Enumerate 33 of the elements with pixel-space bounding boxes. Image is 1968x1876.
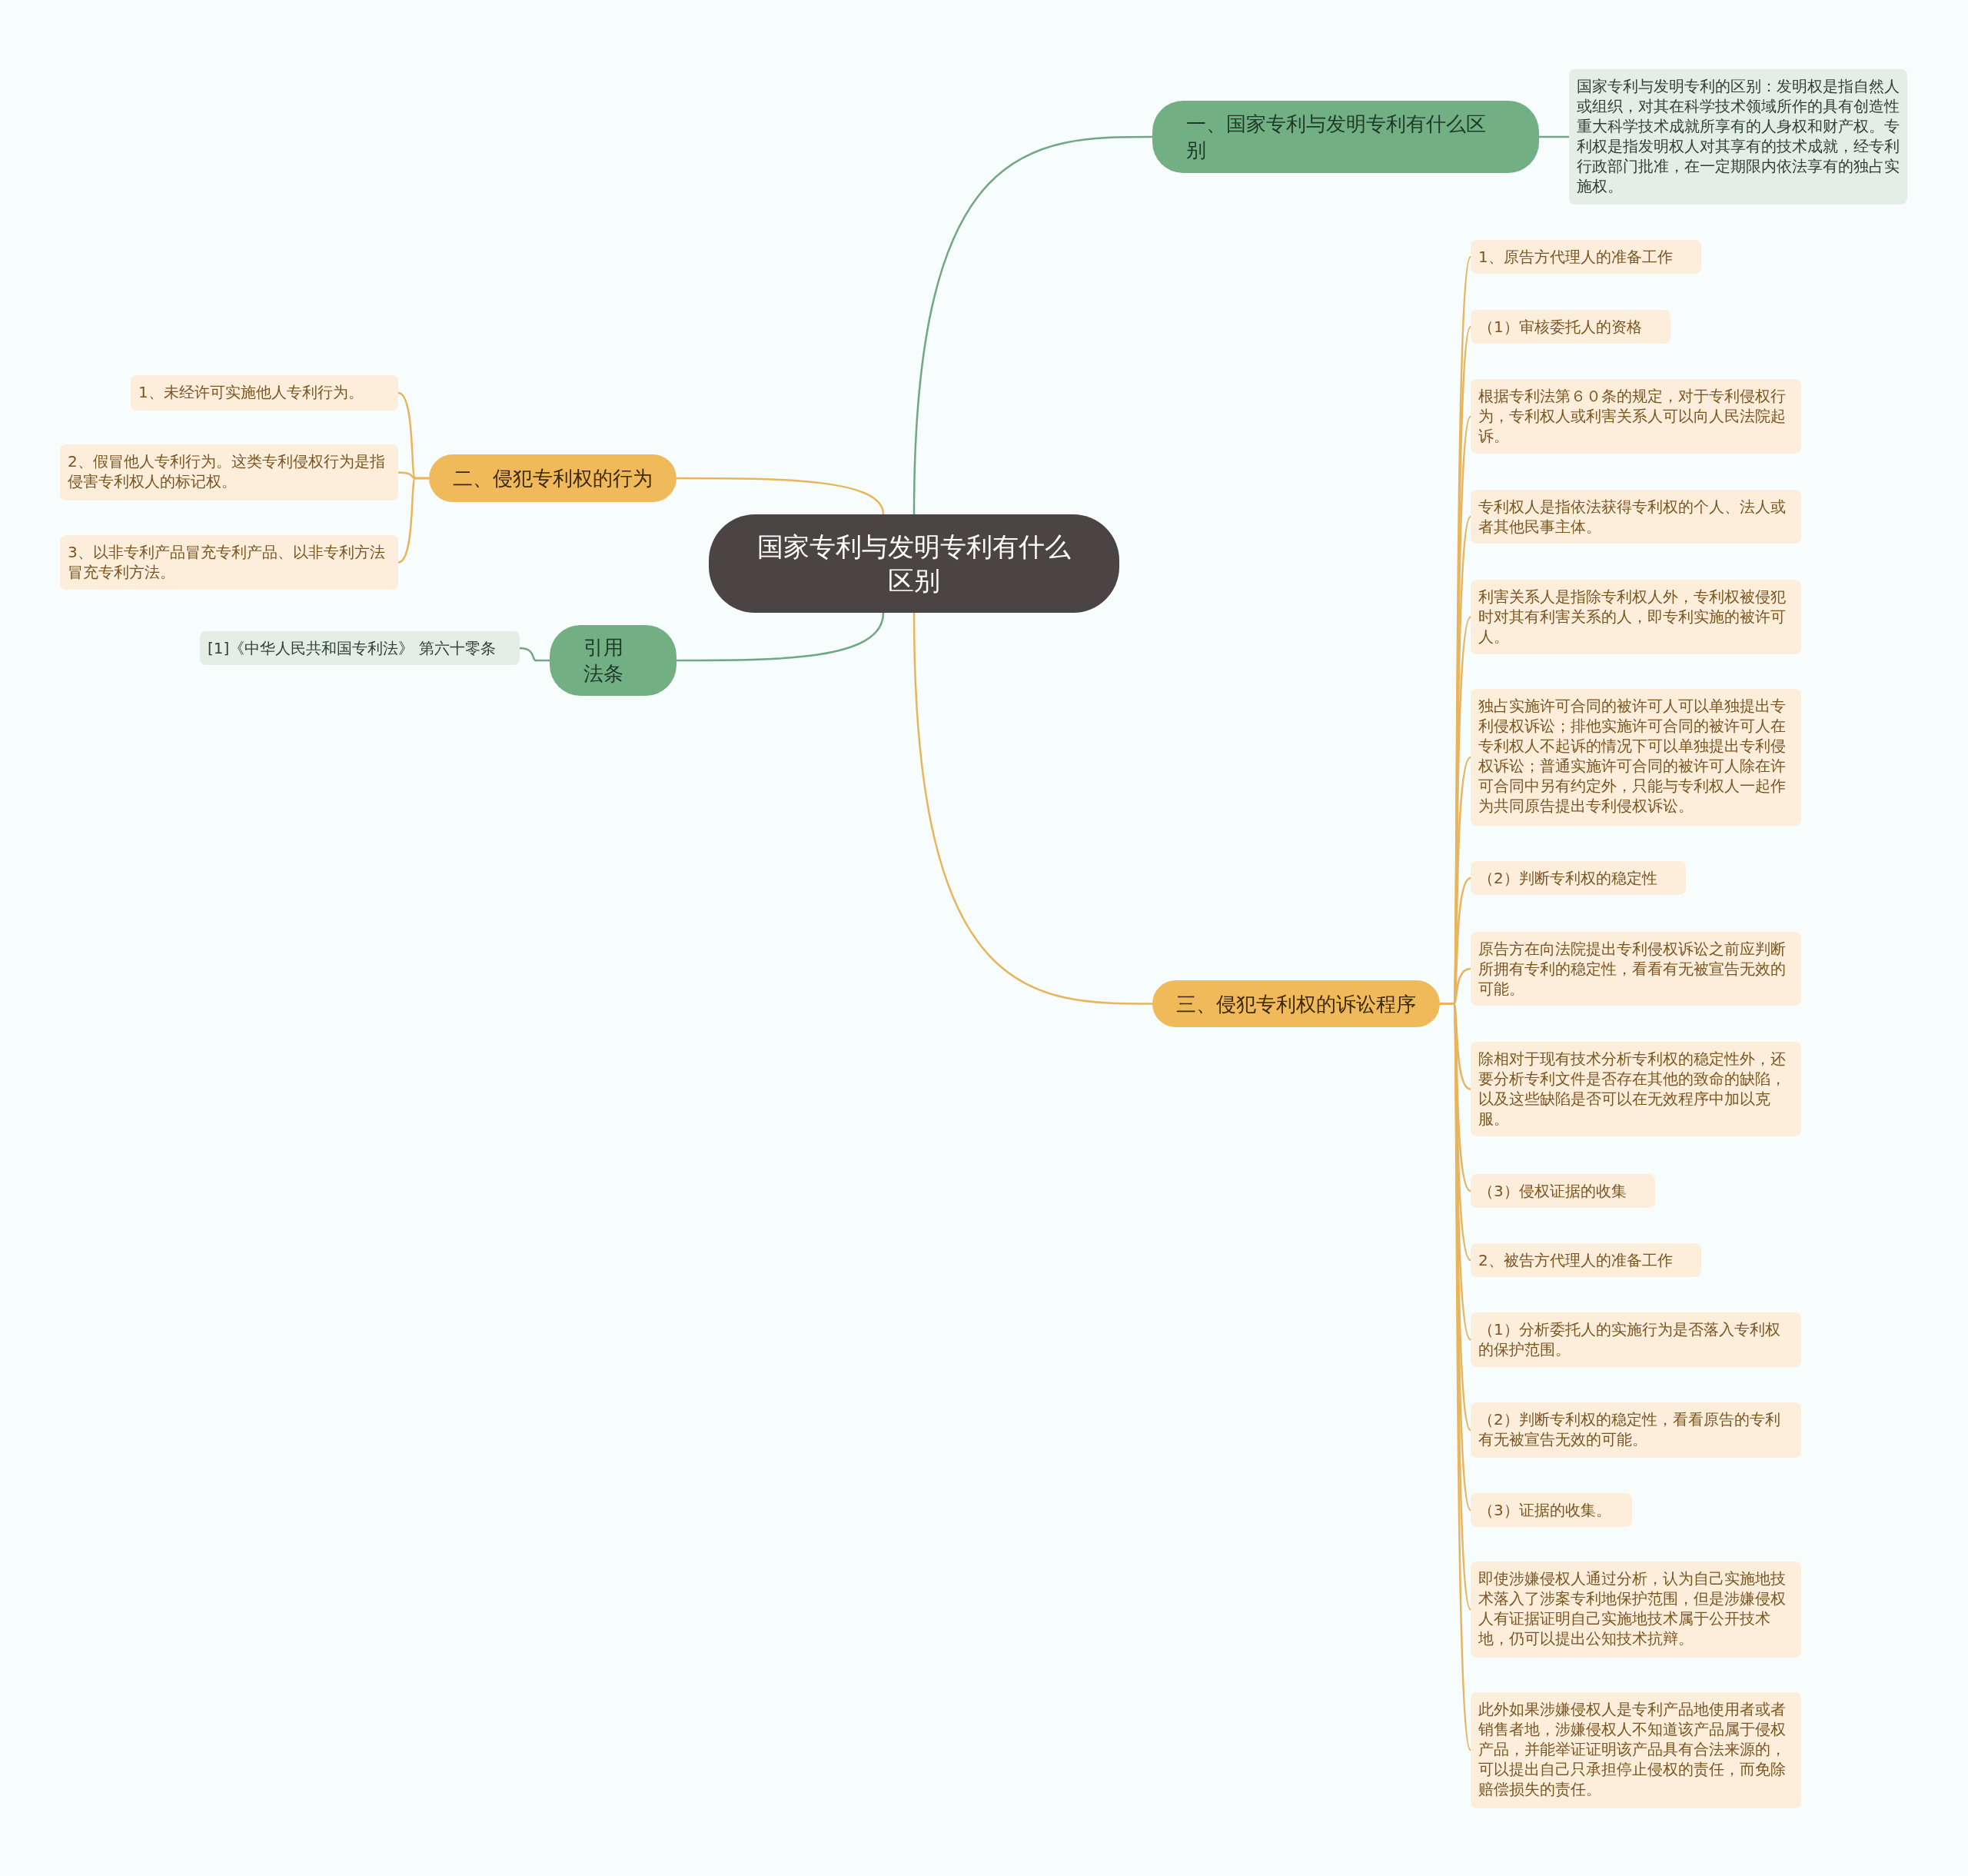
leaf-note: （2）判断专利权的稳定性	[1471, 861, 1686, 895]
leaf-note: 2、假冒他人专利行为。这类专利侵权行为是指侵害专利权人的标记权。	[60, 444, 398, 501]
leaf-note: 2、被告方代理人的准备工作	[1471, 1243, 1701, 1277]
leaf-note: 除相对于现有技术分析专利权的稳定性外，还要分析专利文件是否存在其他的致命的缺陷，以及这些缺陷是否可以在无效程序中加以克服。	[1471, 1042, 1801, 1136]
branch-topic: 二、侵犯专利权的行为	[429, 454, 676, 502]
leaf-note: （3）侵权证据的收集	[1471, 1174, 1655, 1208]
connector-line	[397, 477, 429, 564]
central-topic: 国家专利与发明专利有什么区别	[709, 514, 1119, 613]
branch-topic: 三、侵犯专利权的诉讼程序	[1152, 980, 1440, 1027]
leaf-note: 专利权人是指依法获得专利权的个人、法人或者其他民事主体。	[1471, 490, 1801, 544]
connector-line	[1539, 135, 1569, 138]
leaf-note: 根据专利法第６０条的规定，对于专利侵权行为，专利权人或利害关系人可以向人民法院起诉。	[1471, 379, 1801, 454]
leaf-note: 1、原告方代理人的准备工作	[1471, 240, 1701, 274]
connector-line	[913, 135, 1152, 515]
connector-line	[676, 612, 885, 662]
leaf-note: 独占实施许可合同的被许可人可以单独提出专利侵权诉讼；排他实施许可合同的被许可人在专利权人不起诉的情况下可以单独提出专利侵权诉讼；普通实施许可合同的被许可人除在许可合同中另有约定外，只能与专利权人一起作为共同原告提出专利侵权诉讼。	[1471, 689, 1801, 826]
leaf-note: 利害关系人是指除专利权人外，专利权被侵犯时对其有利害关系的人，即专利实施的被许可人。	[1471, 580, 1801, 654]
leaf-note: （1）审核委托人的资格	[1471, 310, 1670, 344]
leaf-note: 3、以非专利产品冒充专利产品、以非专利方法冒充专利方法。	[60, 535, 398, 590]
leaf-note: 即使涉嫌侵权人通过分析，认为自己实施地技术落入了涉案专利地保护范围，但是涉嫌侵权人有证据证明自己实施地技术属于公开技术地，仍可以提出公知技术抗辩。	[1471, 1562, 1801, 1658]
connector-line	[519, 647, 550, 662]
leaf-note: （3）证据的收集。	[1471, 1493, 1632, 1527]
branch-topic: 引用法条	[550, 625, 676, 696]
leaf-note: 国家专利与发明专利的区别：发明权是指自然人或组织，对其在科学技术领域所作的具有创造性重大科学技术成就所享有的人身权和财产权。专利权是指发明权人对其享有的技术成就，经专利行政部门批准，在一定期限内依法享有的独占实施权。	[1569, 69, 1907, 205]
leaf-note: 此外如果涉嫌侵权人是专利产品地使用者或者销售者地，涉嫌侵权人不知道该产品属于侵权产品，并能举证证明该产品具有合法来源的，可以提出自己只承担停止侵权的责任，而免除赔偿损失的责任。	[1471, 1692, 1801, 1808]
leaf-note: 原告方在向法院提出专利侵权诉讼之前应判断所拥有专利的稳定性，看看有无被宣告无效的可能。	[1471, 932, 1801, 1006]
leaf-note: （1）分析委托人的实施行为是否落入专利权的保护范围。	[1471, 1312, 1801, 1367]
connector-line	[676, 477, 885, 515]
leaf-note: （2）判断专利权的稳定性，看看原告的专利有无被宣告无效的可能。	[1471, 1402, 1801, 1458]
leaf-note: [1]《中华人民共和国专利法》 第六十零条	[200, 631, 520, 665]
leaf-note: 1、未经许可实施他人专利行为。	[131, 375, 398, 411]
connector-line	[913, 612, 1152, 1005]
branch-topic: 一、国家专利与发明专利有什么区别	[1152, 101, 1539, 173]
